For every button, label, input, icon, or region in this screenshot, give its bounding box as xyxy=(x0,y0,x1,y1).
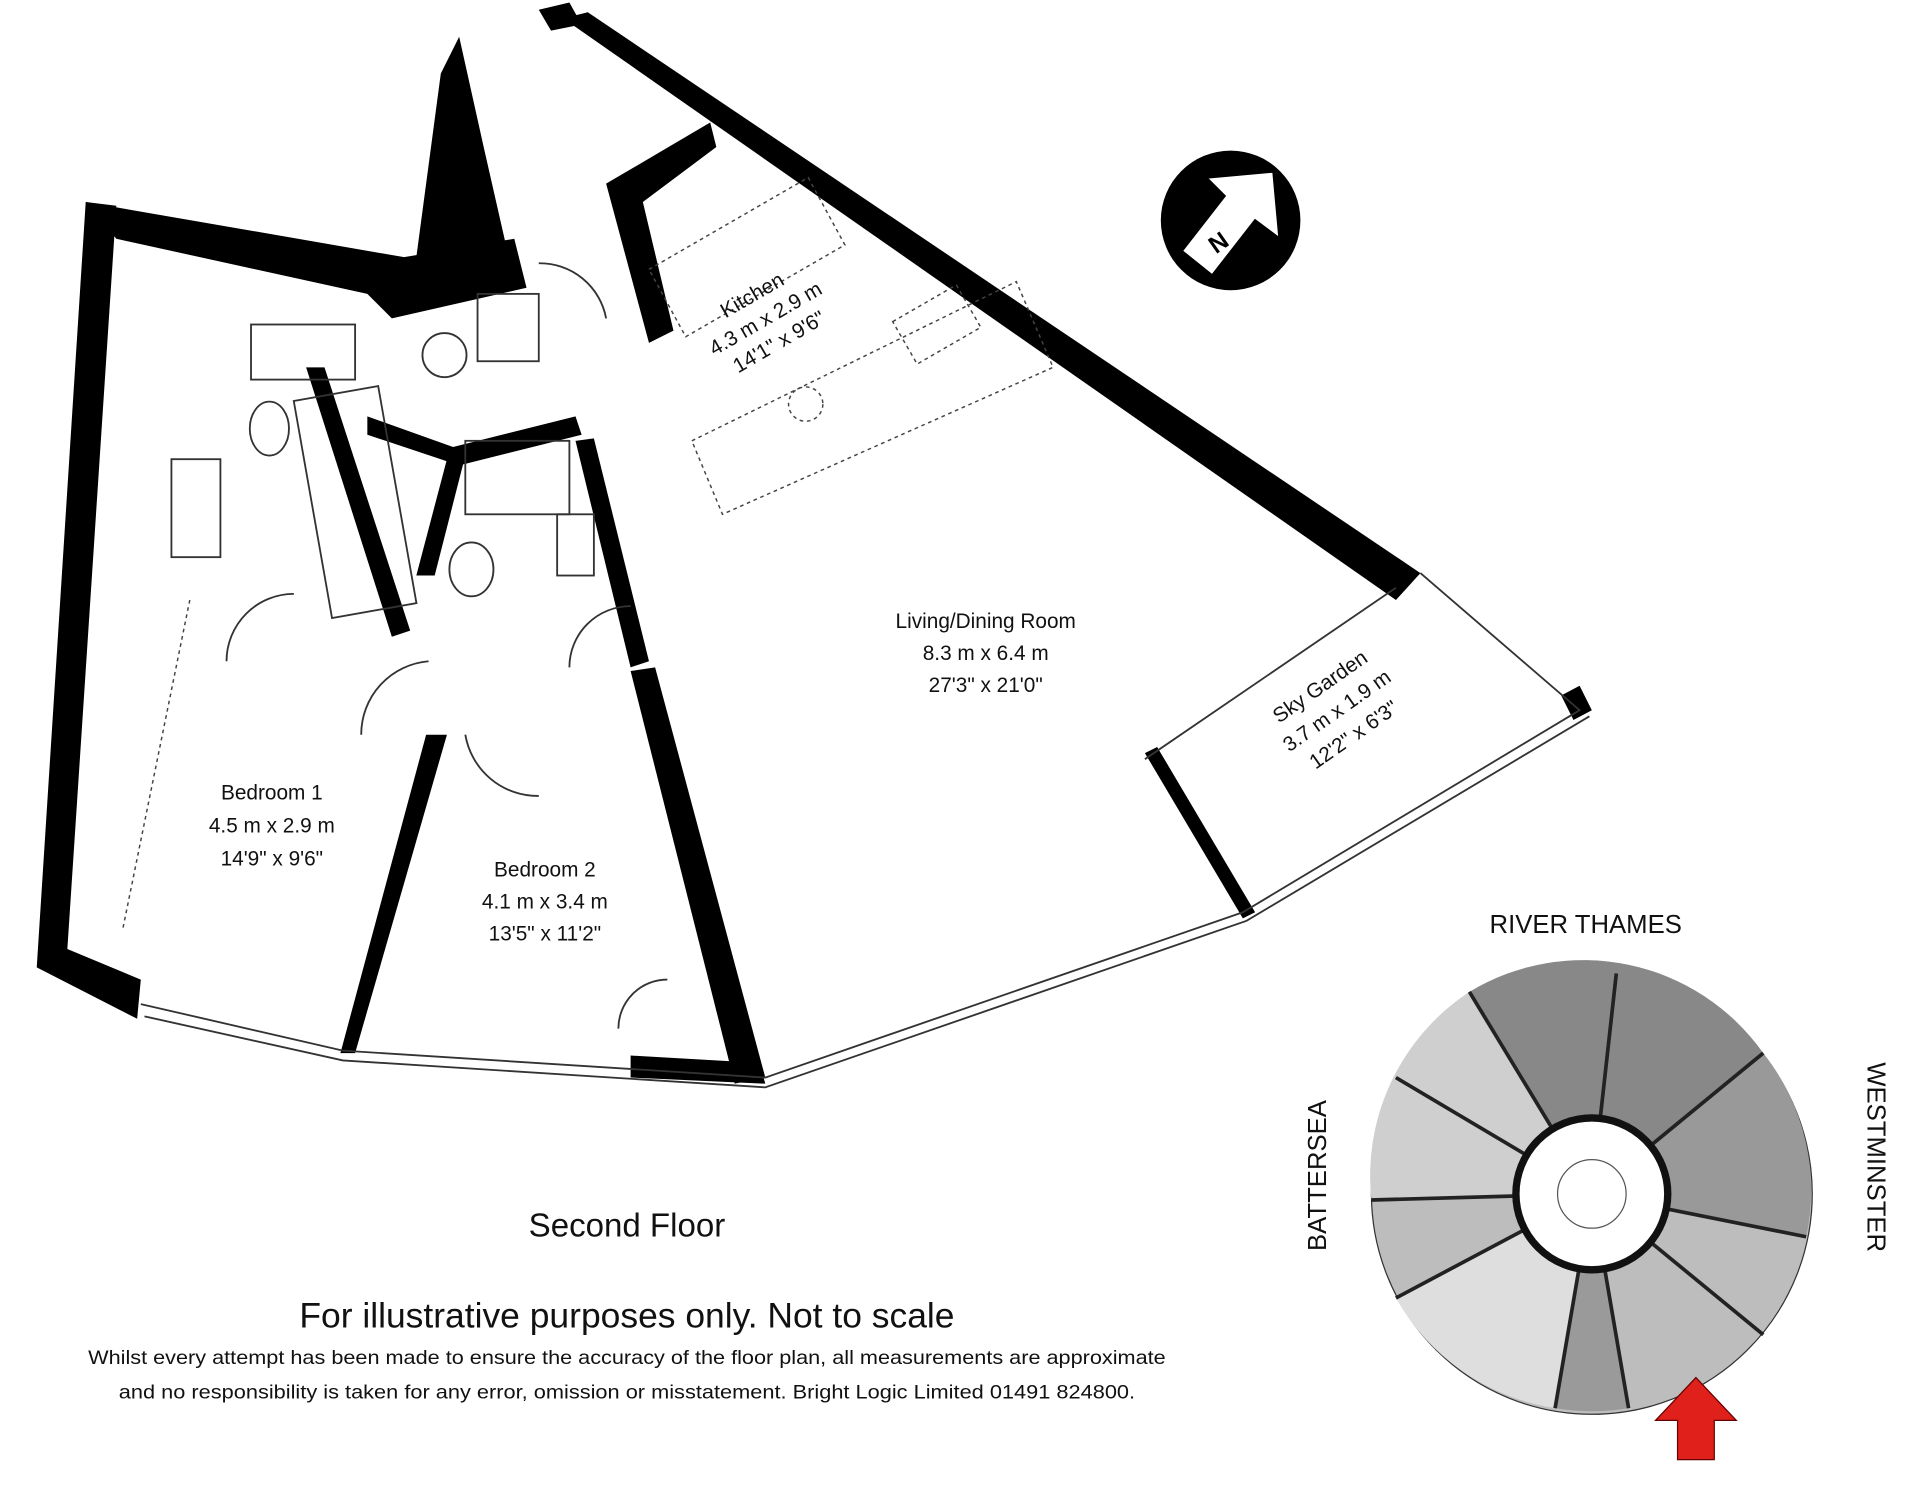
bedroom1-metric: 4.5 m x 2.9 m xyxy=(209,815,335,838)
living-metric: 8.3 m x 6.4 m xyxy=(923,642,1049,665)
bedroom2-label: Bedroom 2 xyxy=(494,859,596,882)
disclaimer-line-2: and no responsibility is taken for any e… xyxy=(119,1382,1135,1403)
site-label-westminster: WESTMINSTER xyxy=(1861,1062,1889,1252)
walls xyxy=(36,2,1592,1089)
floor-label: Second Floor xyxy=(529,1208,726,1245)
bedroom2-imperial: 13'5" x 11'2" xyxy=(489,922,602,945)
disclaimer-line-1: Whilst every attempt has been made to en… xyxy=(88,1348,1166,1369)
location-arrow-icon xyxy=(1654,1376,1738,1461)
compass-north-icon: N xyxy=(1160,150,1301,291)
living-label: Living/Dining Room xyxy=(896,610,1076,633)
site-label-river-thames: RIVER THAMES xyxy=(1490,911,1682,939)
room-living: Living/Dining Room 8.3 m x 6.4 m 27'3" x… xyxy=(896,610,1076,697)
site-plan: RIVER THAMES BATTERSEA WESTMINSTER xyxy=(1304,911,1889,1461)
site-label-battersea: BATTERSEA xyxy=(1304,1099,1332,1251)
bedroom2-metric: 4.1 m x 3.4 m xyxy=(482,891,608,914)
disclaimer-title: For illustrative purposes only. Not to s… xyxy=(299,1295,954,1335)
living-imperial: 27'3" x 21'0" xyxy=(929,674,1043,697)
room-bedroom-1: Bedroom 1 4.5 m x 2.9 m 14'9" x 9'6" xyxy=(209,782,335,871)
fixtures xyxy=(121,176,1055,931)
tower-site-diagram xyxy=(1370,960,1813,1415)
room-bedroom-2: Bedroom 2 4.1 m x 3.4 m 13'5" x 11'2" xyxy=(482,859,608,946)
room-kitchen: Kitchen 4.3 m x 2.9 m 14'1" x 9'6" xyxy=(705,268,829,378)
bedroom1-label: Bedroom 1 xyxy=(221,782,323,805)
bedroom1-imperial: 14'9" x 9'6" xyxy=(221,848,324,871)
room-sky-garden: Sky Garden 3.7 m x 1.9 m 12'2" x 6'3" xyxy=(1269,646,1403,774)
